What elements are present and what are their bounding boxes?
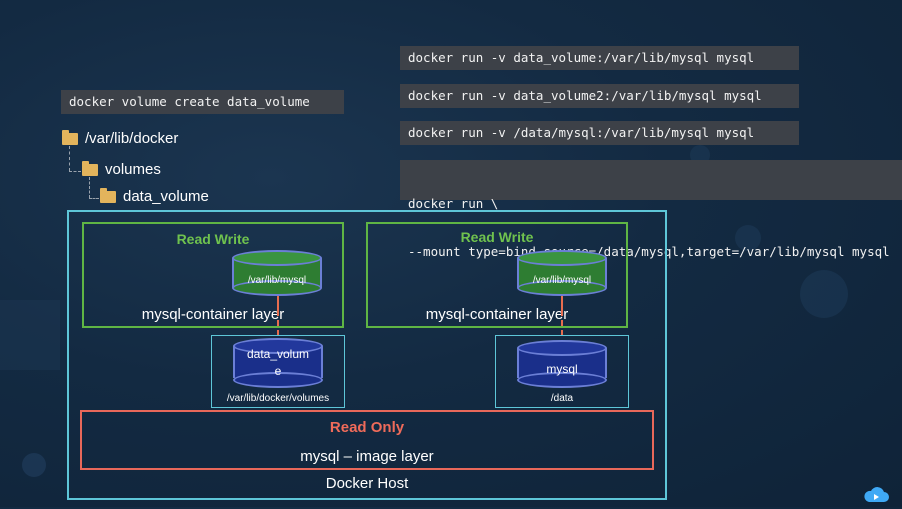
background-circle [800, 270, 848, 318]
read-only-label: Read Only [329, 419, 405, 436]
tree-connector [69, 146, 70, 171]
command-volume-create: docker volume create data_volume [61, 90, 344, 114]
background-circle [735, 225, 761, 251]
left-read-write-label: Read Write [176, 231, 250, 247]
command-line-1: docker run \ [408, 196, 499, 211]
command-run-data-volume2: docker run -v data_volume2:/var/lib/mysq… [400, 84, 799, 108]
tree-connector [89, 177, 90, 198]
right-volume-cylinder: mysql [517, 340, 607, 388]
logo-circle [22, 453, 46, 477]
command-run-data-volume: docker run -v data_volume:/var/lib/mysql… [400, 46, 799, 70]
right-mount-cylinder: /var/lib/mysql [517, 250, 607, 296]
left-volume-box: /var/lib/docker/volumes [211, 335, 345, 408]
right-volume-box: /data [495, 335, 629, 408]
left-mount-link [277, 296, 279, 310]
cloud-logo-icon [862, 484, 890, 504]
folder-icon [100, 187, 116, 203]
image-layer: Read Only mysql – image layer [80, 410, 654, 470]
background-block [0, 300, 60, 370]
docker-host-label: Docker Host [325, 475, 409, 492]
folder-icon [82, 160, 98, 176]
left-container-layer-label: mysql-container layer [141, 306, 285, 323]
right-mount-path: /var/lib/mysql [532, 275, 592, 286]
right-mount-link [561, 310, 563, 356]
right-volume-path: /data [550, 393, 574, 404]
folder-icon [62, 129, 78, 145]
left-volume-name: data_volume [233, 346, 323, 380]
tree-child-label: volumes [105, 161, 161, 178]
right-read-write-label: Read Write [460, 229, 534, 245]
left-volume-name-text: data_volume [246, 347, 310, 378]
tree-root: /var/lib/docker [62, 129, 179, 147]
right-container-layer-label: mysql-container layer [425, 306, 569, 323]
tree-grandchild-label: data_volume [123, 188, 209, 205]
command-run-mount-option: docker run \ --mount type=bind,source=/d… [400, 160, 902, 259]
left-volume-path: /var/lib/docker/volumes [226, 393, 330, 404]
left-mount-path: /var/lib/mysql [247, 275, 307, 286]
tree-root-label: /var/lib/docker [85, 130, 179, 147]
tree-connector [69, 171, 81, 172]
right-container-layer: Read Write mysql-container layer [366, 222, 628, 328]
left-mount-link [277, 310, 279, 356]
tree-child: volumes [82, 160, 161, 178]
tree-grandchild: data_volume [100, 187, 209, 205]
image-layer-label: mysql – image layer [300, 448, 434, 465]
left-mount-cylinder: /var/lib/mysql [232, 250, 322, 296]
command-run-bind-mount: docker run -v /data/mysql:/var/lib/mysql… [400, 121, 799, 145]
tree-connector [89, 198, 99, 199]
right-volume-name: mysql [546, 362, 578, 376]
right-mount-link [561, 296, 563, 310]
left-container-layer: Read Write mysql-container layer [82, 222, 344, 328]
docker-host: Docker Host [67, 210, 667, 500]
left-volume-cylinder: data_volume [233, 338, 323, 388]
